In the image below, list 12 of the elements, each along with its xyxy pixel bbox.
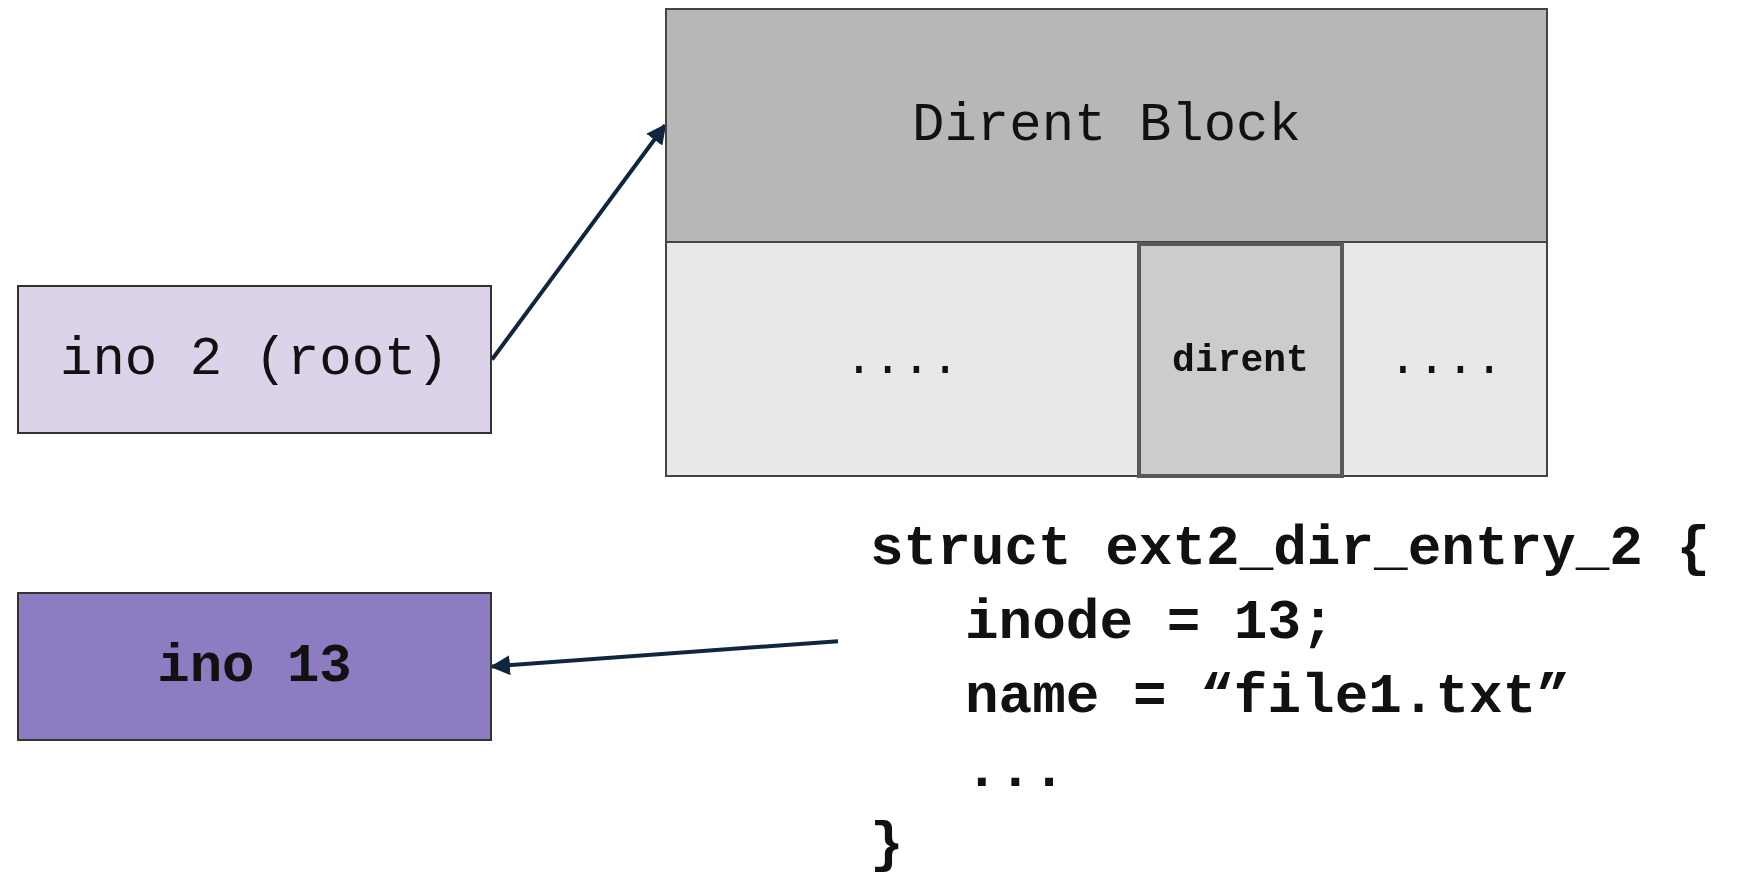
block-box — [665, 8, 1548, 477]
entry-cell: .... — [1344, 243, 1548, 477]
code-line: struct ext2_dir_entry_2 { — [870, 516, 1711, 583]
inode-box: ino 13 — [17, 592, 492, 741]
entry-cell: .... — [667, 243, 1137, 477]
code-line: name = “file1.txt” — [965, 664, 1570, 731]
code-line: } — [870, 812, 904, 879]
code-line: inode = 13; — [965, 590, 1335, 657]
inode-box: ino 2 (root) — [17, 285, 492, 434]
dirent-cell: dirent — [1137, 242, 1344, 478]
block-title: Dirent Block — [667, 10, 1546, 243]
code-line: ... — [965, 738, 1066, 805]
